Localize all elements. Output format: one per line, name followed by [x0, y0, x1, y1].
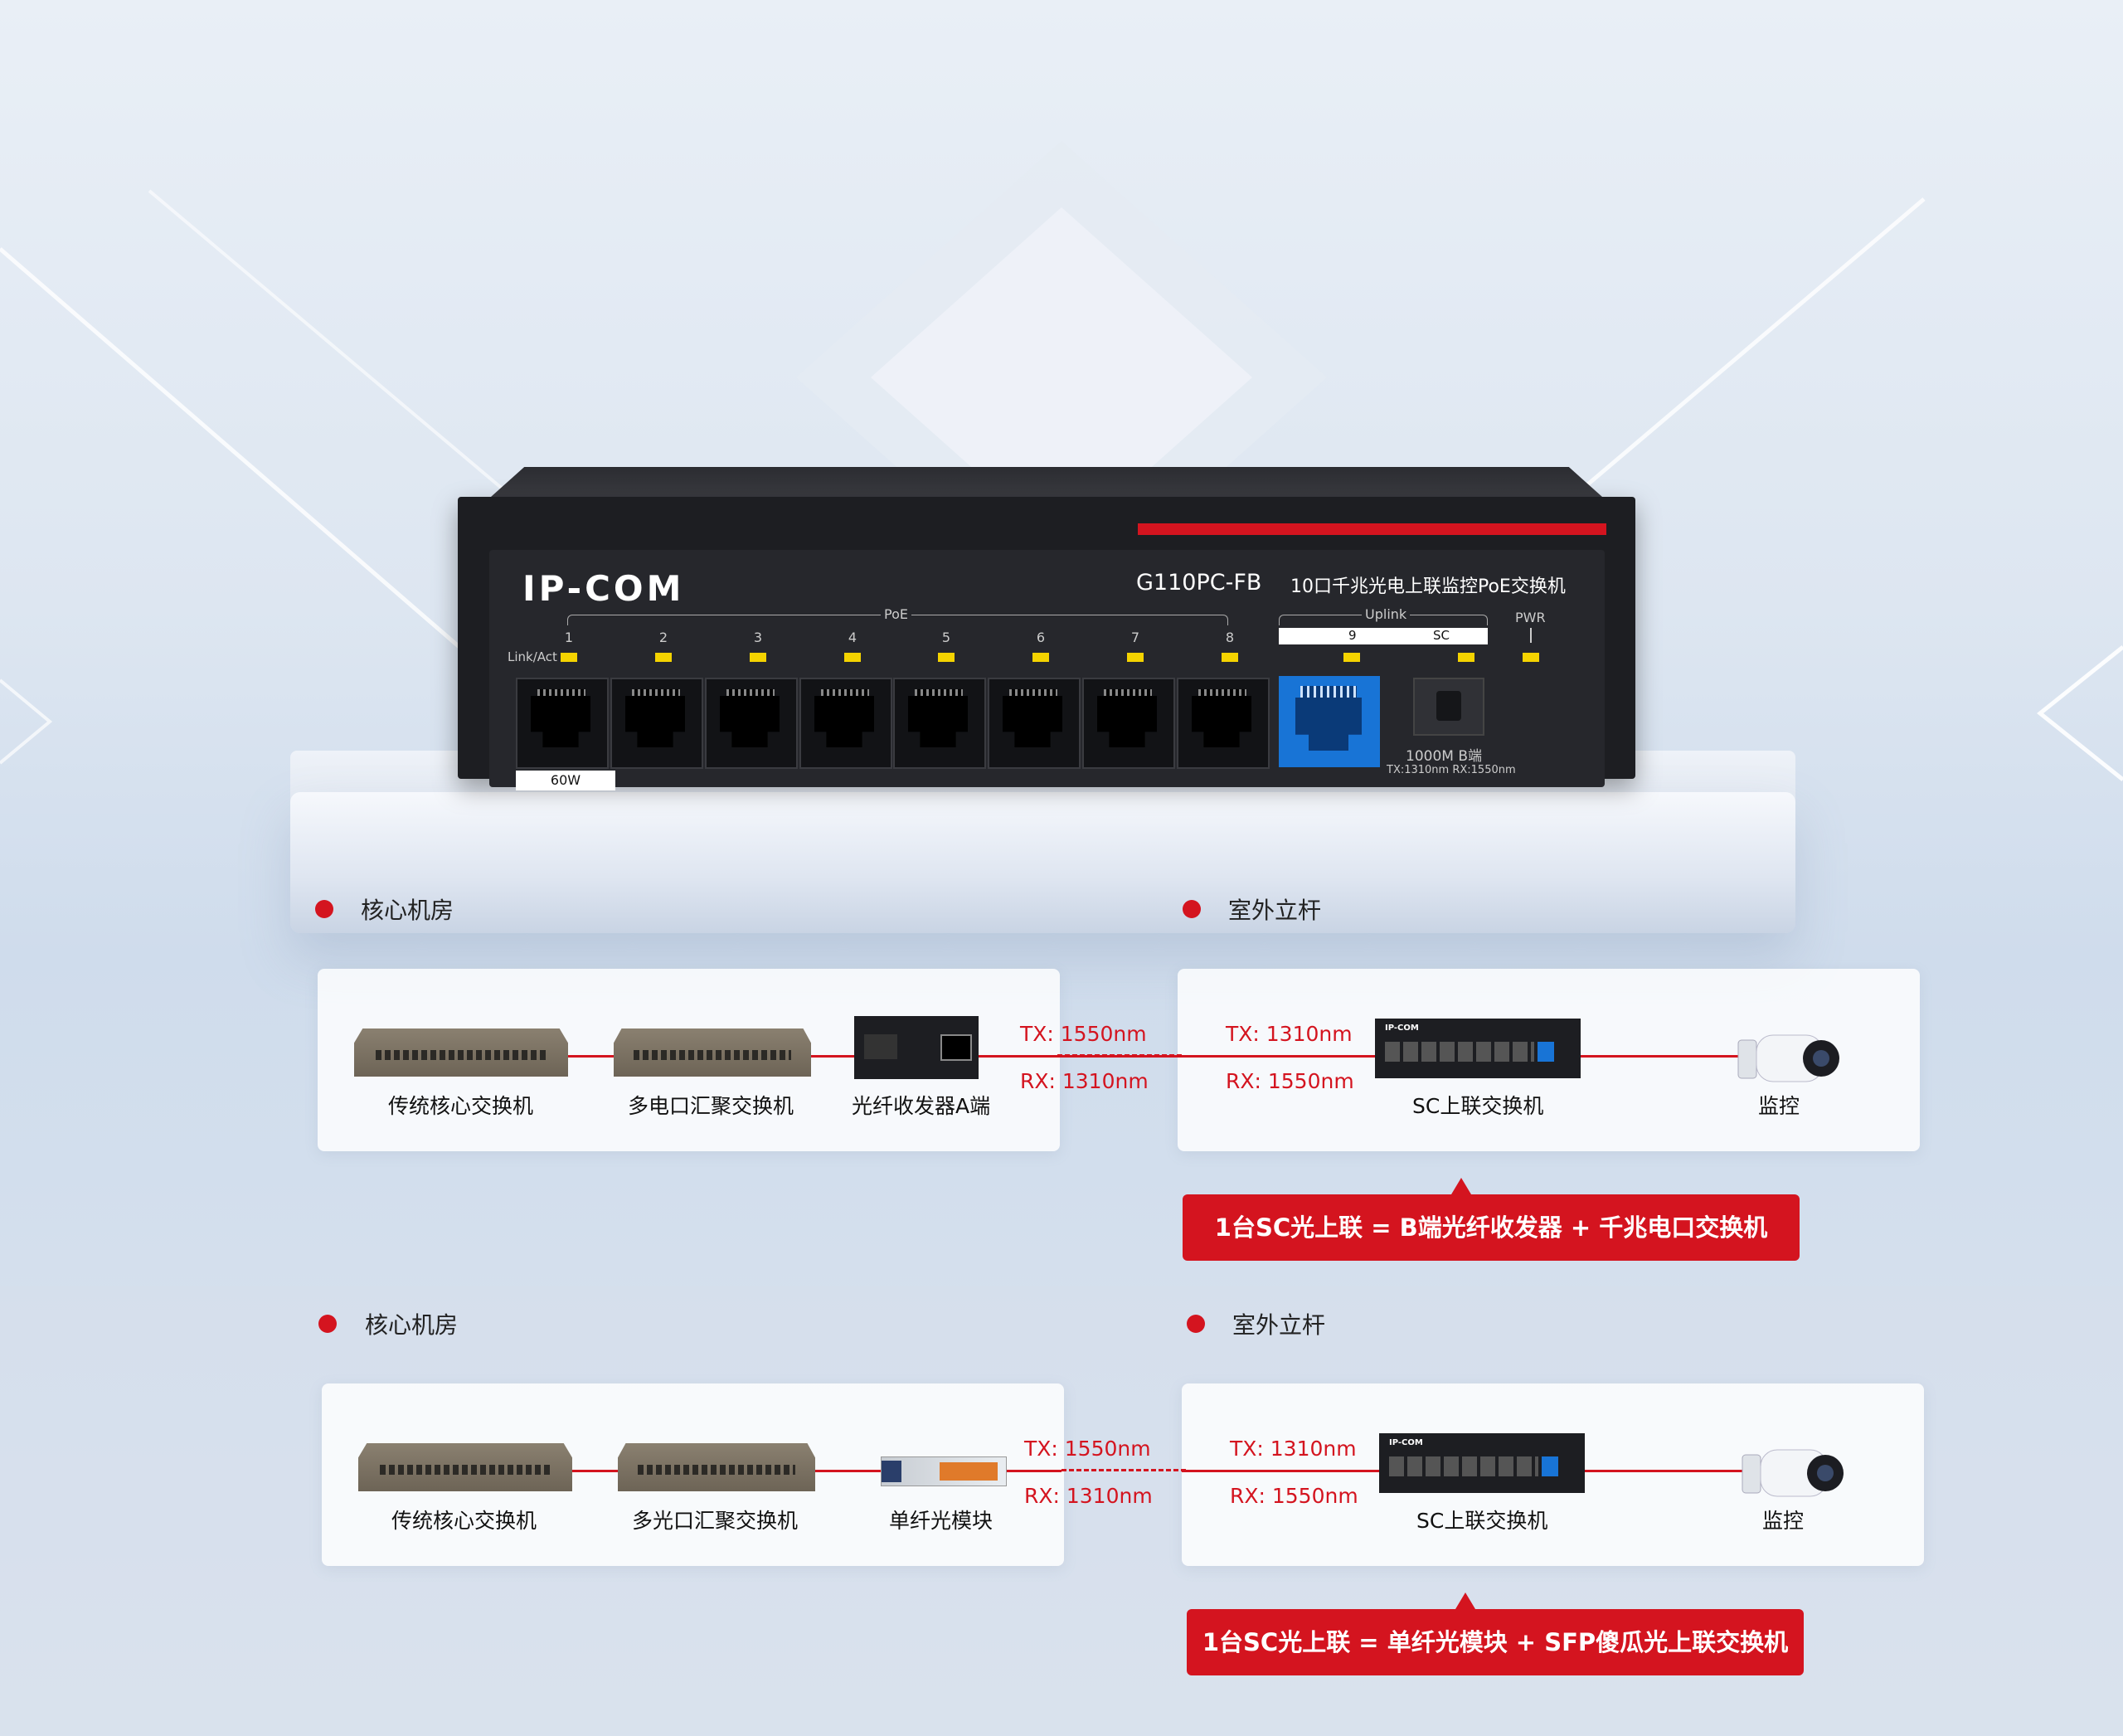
rj45-port-3	[705, 678, 798, 769]
uplink-label-box: 9 SC	[1279, 628, 1488, 644]
led-port-6	[1032, 653, 1049, 662]
section2-sfp-module	[881, 1456, 1007, 1486]
section2-callout: 1台SC光上联 = 单纤光模块 + SFP傻瓜光上联交换机	[1187, 1609, 1804, 1675]
section1-fiber-converter	[854, 1016, 979, 1079]
section2-callout-tip	[1455, 1593, 1475, 1609]
section1-tx-left: TX: 1550nm	[1020, 1022, 1147, 1046]
section2-core-switch	[358, 1443, 572, 1491]
port-number-4: 4	[848, 630, 857, 645]
port-number-5: 5	[941, 630, 951, 645]
pwr-indicator-line	[1530, 628, 1532, 643]
section2-left-item-3: 单纤光模块	[889, 1509, 993, 1533]
section1-right-dot	[1183, 900, 1201, 918]
model-description: 10口千兆光电上联监控PoE交换机	[1290, 576, 1566, 597]
rj45-port-6	[988, 678, 1081, 769]
led-pwr	[1523, 653, 1539, 662]
section1-left-item-1: 传统核心交换机	[388, 1094, 534, 1118]
uplink-label: Uplink	[1362, 606, 1411, 622]
led-port-4	[844, 653, 861, 662]
device-red-stripe	[1138, 523, 1606, 535]
rj45-port-8	[1177, 678, 1270, 769]
port-number-1: 1	[564, 630, 574, 645]
section1-right-item-2: 监控	[1758, 1094, 1800, 1118]
port-number-2: 2	[658, 630, 668, 645]
section2-tx-right: TX: 1310nm	[1230, 1437, 1357, 1461]
section1-left-dot	[315, 900, 333, 918]
section2-right-title: 室外立杆	[1232, 1311, 1326, 1339]
rj45-port-4	[799, 678, 892, 769]
device-panel: IP-COM G110PC-FB 10口千兆光电上联监控PoE交换机 PoE U…	[489, 550, 1605, 790]
section1-right-title: 室外立杆	[1228, 897, 1322, 924]
section2-left-to-fiber-line	[1003, 1470, 1062, 1472]
section1-callout-tip	[1451, 1178, 1471, 1194]
port-number-6: 6	[1036, 630, 1046, 645]
section2-right-item-2: 监控	[1762, 1509, 1805, 1533]
device-front: IP-COM G110PC-FB 10口千兆光电上联监控PoE交换机 PoE U…	[458, 497, 1635, 790]
section2-rx-left: RX: 1310nm	[1024, 1484, 1153, 1508]
rj45-port-2	[610, 678, 703, 769]
section1-left-item-2: 多电口汇聚交换机	[628, 1094, 794, 1118]
power-budget-label: 60W	[516, 771, 615, 790]
model-name: G110PC-FB	[1136, 570, 1262, 596]
section1-core-switch	[354, 1028, 568, 1077]
section1-rx-left: RX: 1310nm	[1020, 1069, 1149, 1093]
section2-left-item-1: 传统核心交换机	[391, 1509, 537, 1533]
section1-tx-right: TX: 1310nm	[1226, 1022, 1353, 1046]
section1-camera-icon	[1737, 1034, 1839, 1082]
section1-rx-right: RX: 1550nm	[1226, 1069, 1354, 1093]
uplink-rj45-port	[1279, 676, 1380, 767]
led-port-9	[1343, 653, 1360, 662]
section2-fiber-dashed-line	[1062, 1469, 1186, 1471]
led-port-5	[938, 653, 955, 662]
section2-left-title: 核心机房	[365, 1311, 459, 1339]
led-port-8	[1222, 653, 1238, 662]
pedestal	[290, 792, 1795, 933]
rj45-port-7	[1082, 678, 1175, 769]
uplink-port-number: 9	[1348, 628, 1357, 643]
section1-aggregation-switch	[614, 1028, 811, 1077]
section1-mini-brand: IP-COM	[1385, 1024, 1419, 1033]
section1-sc-uplink-switch: IP-COM	[1375, 1019, 1581, 1078]
section2-right-item-1: SC上联交换机	[1416, 1509, 1548, 1533]
led-port-3	[750, 653, 766, 662]
port-number-7: 7	[1130, 630, 1140, 645]
section2-tx-left: TX: 1550nm	[1024, 1437, 1151, 1461]
pwr-label: PWR	[1515, 610, 1546, 625]
switch-device: IP-COM G110PC-FB 10口千兆光电上联监控PoE交换机 PoE U…	[458, 467, 1635, 790]
rj45-port-1	[516, 678, 609, 769]
link-act-label: Link/Act	[508, 649, 557, 664]
led-port-1	[561, 653, 577, 662]
sc-port-spec: 1000M B端	[1406, 748, 1482, 765]
brand-logo: IP-COM	[522, 568, 685, 609]
section2-mini-brand: IP-COM	[1389, 1438, 1423, 1447]
sc-fiber-port	[1413, 678, 1484, 736]
section2-left-dot	[318, 1315, 337, 1333]
led-port-2	[655, 653, 672, 662]
section2-sc-uplink-switch: IP-COM	[1379, 1433, 1585, 1493]
section2-aggregation-switch	[618, 1443, 815, 1491]
section2-camera-icon	[1742, 1449, 1844, 1497]
poe-label: PoE	[881, 606, 911, 622]
section2-left-item-2: 多光口汇聚交换机	[632, 1509, 799, 1533]
sc-wavelength-spec: TX:1310nm RX:1550nm	[1387, 764, 1516, 776]
device-top	[491, 467, 1602, 497]
led-port-7	[1127, 653, 1144, 662]
led-port-sc	[1458, 653, 1474, 662]
section2-rx-right: RX: 1550nm	[1230, 1484, 1358, 1508]
section1-fiber-dashed-line	[1057, 1054, 1182, 1057]
port-number-8: 8	[1225, 630, 1235, 645]
section1-callout: 1台SC光上联 = B端光纤收发器 + 千兆电口交换机	[1183, 1194, 1800, 1261]
section1-right-item-1: SC上联交换机	[1412, 1094, 1544, 1118]
rj45-port-5	[893, 678, 986, 769]
port-number-3: 3	[753, 630, 763, 645]
section1-left-title: 核心机房	[361, 897, 454, 924]
sc-port-label: SC	[1433, 628, 1450, 643]
section1-left-item-3: 光纤收发器A端	[852, 1094, 991, 1118]
section2-right-dot	[1187, 1315, 1205, 1333]
